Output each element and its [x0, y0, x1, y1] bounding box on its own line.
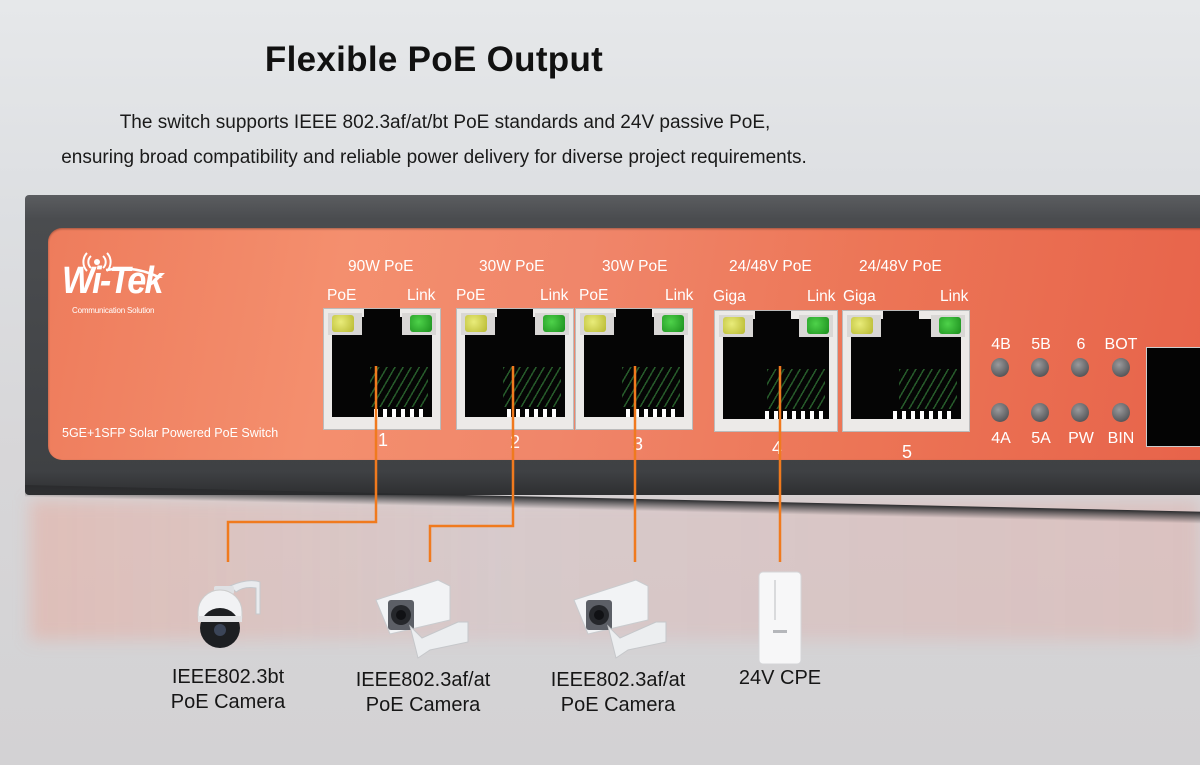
port-1-power-label: 90W PoE: [348, 258, 414, 275]
device-4-label: 24V CPE: [720, 666, 840, 691]
indicator-led-6: [1071, 358, 1089, 377]
link-led-icon: [662, 315, 684, 332]
indicator-led-4b: [991, 358, 1009, 377]
device-1-type: PoE Camera: [170, 691, 286, 713]
brand-name: Wi-Tek: [62, 260, 164, 302]
device-2-standard: IEEE802.3af/at: [355, 669, 491, 691]
ethernet-port-2[interactable]: [456, 308, 574, 430]
port-3-power-label: 30W PoE: [602, 258, 668, 275]
port-1-link-label: Link: [407, 287, 436, 304]
port-5-power-label: 24/48V PoE: [859, 258, 942, 275]
device-1-label: IEEE802.3bt PoE Camera: [148, 665, 308, 715]
port-4-power-label: 24/48V PoE: [729, 258, 812, 275]
indicator-led-bot: [1112, 358, 1130, 377]
port-2-poe-label: PoE: [456, 287, 486, 304]
port-5-giga-label: Giga: [843, 288, 876, 305]
indicator-label-4a: 4A: [991, 430, 1011, 447]
link-led-icon: [543, 315, 565, 332]
indicator-label-pw: PW: [1068, 430, 1094, 447]
indicator-label-4b: 4B: [991, 336, 1011, 353]
model-label: 5GE+1SFP Solar Powered PoE Switch: [62, 426, 279, 440]
indicator-led-5b: [1031, 358, 1049, 377]
indicator-label-5b: 5B: [1031, 336, 1051, 353]
indicator-led-5a: [1031, 403, 1049, 422]
giga-led-icon: [723, 317, 745, 334]
device-4-type: 24V CPE: [738, 667, 822, 689]
giga-led-icon: [851, 317, 873, 334]
sfp-port[interactable]: [1146, 347, 1200, 447]
ethernet-port-5[interactable]: [842, 310, 970, 432]
ethernet-port-3[interactable]: [575, 308, 693, 430]
bullet-camera-icon: [375, 579, 469, 659]
poe-led-icon: [465, 315, 487, 332]
link-led-icon: [939, 317, 961, 334]
ethernet-port-1[interactable]: [323, 308, 441, 430]
port-1-poe-label: PoE: [327, 287, 357, 304]
indicator-led-4a: [991, 403, 1009, 422]
device-3-standard: IEEE802.3af/at: [550, 669, 686, 691]
device-1-standard: IEEE802.3bt: [171, 666, 285, 688]
port-4-giga-label: Giga: [713, 288, 746, 305]
port-3-poe-label: PoE: [579, 287, 609, 304]
port-2-link-label: Link: [540, 287, 569, 304]
wireless-signal-icon: [82, 252, 163, 278]
poe-led-icon: [584, 315, 606, 332]
port-3-number: 3: [633, 434, 644, 454]
port-2-number: 2: [510, 432, 521, 452]
page-title: Flexible PoE Output: [264, 40, 604, 79]
brand-tagline: Communication Solution: [72, 306, 155, 315]
indicator-led-pw: [1071, 403, 1089, 422]
port-2-power-label: 30W PoE: [479, 258, 545, 275]
indicator-label-bot: BOT: [1104, 336, 1138, 353]
ethernet-port-4[interactable]: [714, 310, 838, 432]
device-2-type: PoE Camera: [365, 694, 481, 716]
subtitle-line-2: ensuring broad compatibility and reliabl…: [61, 147, 807, 168]
port-4-link-label: Link: [807, 288, 836, 305]
indicator-led-bin: [1112, 403, 1130, 422]
indicator-label-5a: 5A: [1031, 430, 1051, 447]
device-2-label: IEEE802.3af/at PoE Camera: [338, 668, 508, 718]
link-led-icon: [410, 315, 432, 332]
port-5-link-label: Link: [940, 288, 969, 305]
link-led-icon: [807, 317, 829, 334]
port-5-number: 5: [902, 442, 913, 462]
brand-logo: Wi-Tek Communication Solution: [62, 248, 182, 320]
port-3-link-label: Link: [665, 287, 694, 304]
ptz-dome-camera-icon: [197, 580, 261, 648]
poe-led-icon: [332, 315, 354, 332]
outdoor-cpe-icon: [758, 571, 802, 665]
subtitle-line-1: The switch supports IEEE 802.3af/at/bt P…: [119, 112, 771, 133]
port-1-number: 1: [378, 430, 389, 450]
port-4-number: 4: [772, 438, 783, 458]
device-3-label: IEEE802.3af/at PoE Camera: [533, 668, 703, 718]
indicator-label-6: 6: [1076, 336, 1086, 353]
device-3-type: PoE Camera: [560, 694, 676, 716]
indicator-label-bin: BIN: [1107, 430, 1135, 447]
bullet-camera-icon: [573, 579, 667, 659]
